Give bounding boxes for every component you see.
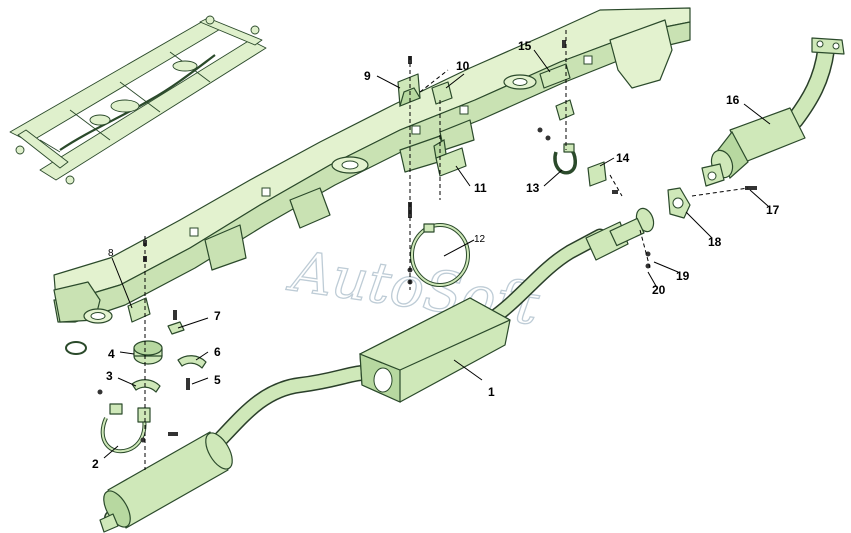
callout-19: 19 — [676, 269, 690, 283]
callout-18: 18 — [708, 235, 722, 249]
callout-13: 13 — [526, 181, 540, 195]
bracket-part-15 — [539, 63, 575, 121]
callout-2: 2 — [92, 457, 99, 471]
clamp-part-12 — [410, 223, 470, 287]
callout-10: 10 — [456, 59, 470, 73]
nut-part-7 — [167, 321, 185, 335]
chassis-overview-thumbnail — [9, 15, 267, 185]
half-clamp-part-6 — [177, 355, 207, 369]
callout-15: 15 — [518, 39, 532, 53]
leader-lines — [103, 49, 771, 459]
callout-14: 14 — [616, 151, 630, 165]
clamp-part-2 — [100, 403, 151, 454]
callout-16: 16 — [726, 93, 740, 107]
cushion-part-4 — [133, 340, 163, 365]
callout-1: 1 — [488, 385, 495, 399]
callout-9: 9 — [364, 69, 371, 83]
gasket-part-18 — [667, 187, 691, 219]
callout-6: 6 — [214, 345, 221, 359]
callout-5: 5 — [214, 373, 221, 387]
callout-7: 7 — [214, 309, 221, 323]
catalytic-converter-part-16 — [701, 37, 845, 187]
exhaust-pipe-part-1 — [99, 207, 655, 533]
callout-17: 17 — [766, 203, 780, 217]
callout-4: 4 — [108, 347, 115, 361]
callout-12: 12 — [474, 234, 486, 245]
callout-labels: 1 2 3 4 5 6 7 8 9 10 11 12 13 14 15 16 1… — [92, 39, 780, 471]
half-clamp-part-3 — [131, 379, 161, 393]
bracket-part-14 — [587, 161, 607, 187]
callout-11: 11 — [474, 181, 487, 195]
vehicle-frame — [53, 7, 691, 355]
bracket-part-9 — [397, 73, 421, 108]
callout-20: 20 — [652, 283, 666, 297]
assembly-lines — [144, 30, 749, 470]
callout-8: 8 — [108, 248, 114, 259]
callout-3: 3 — [106, 369, 113, 383]
clamp-part-13 — [553, 143, 577, 175]
